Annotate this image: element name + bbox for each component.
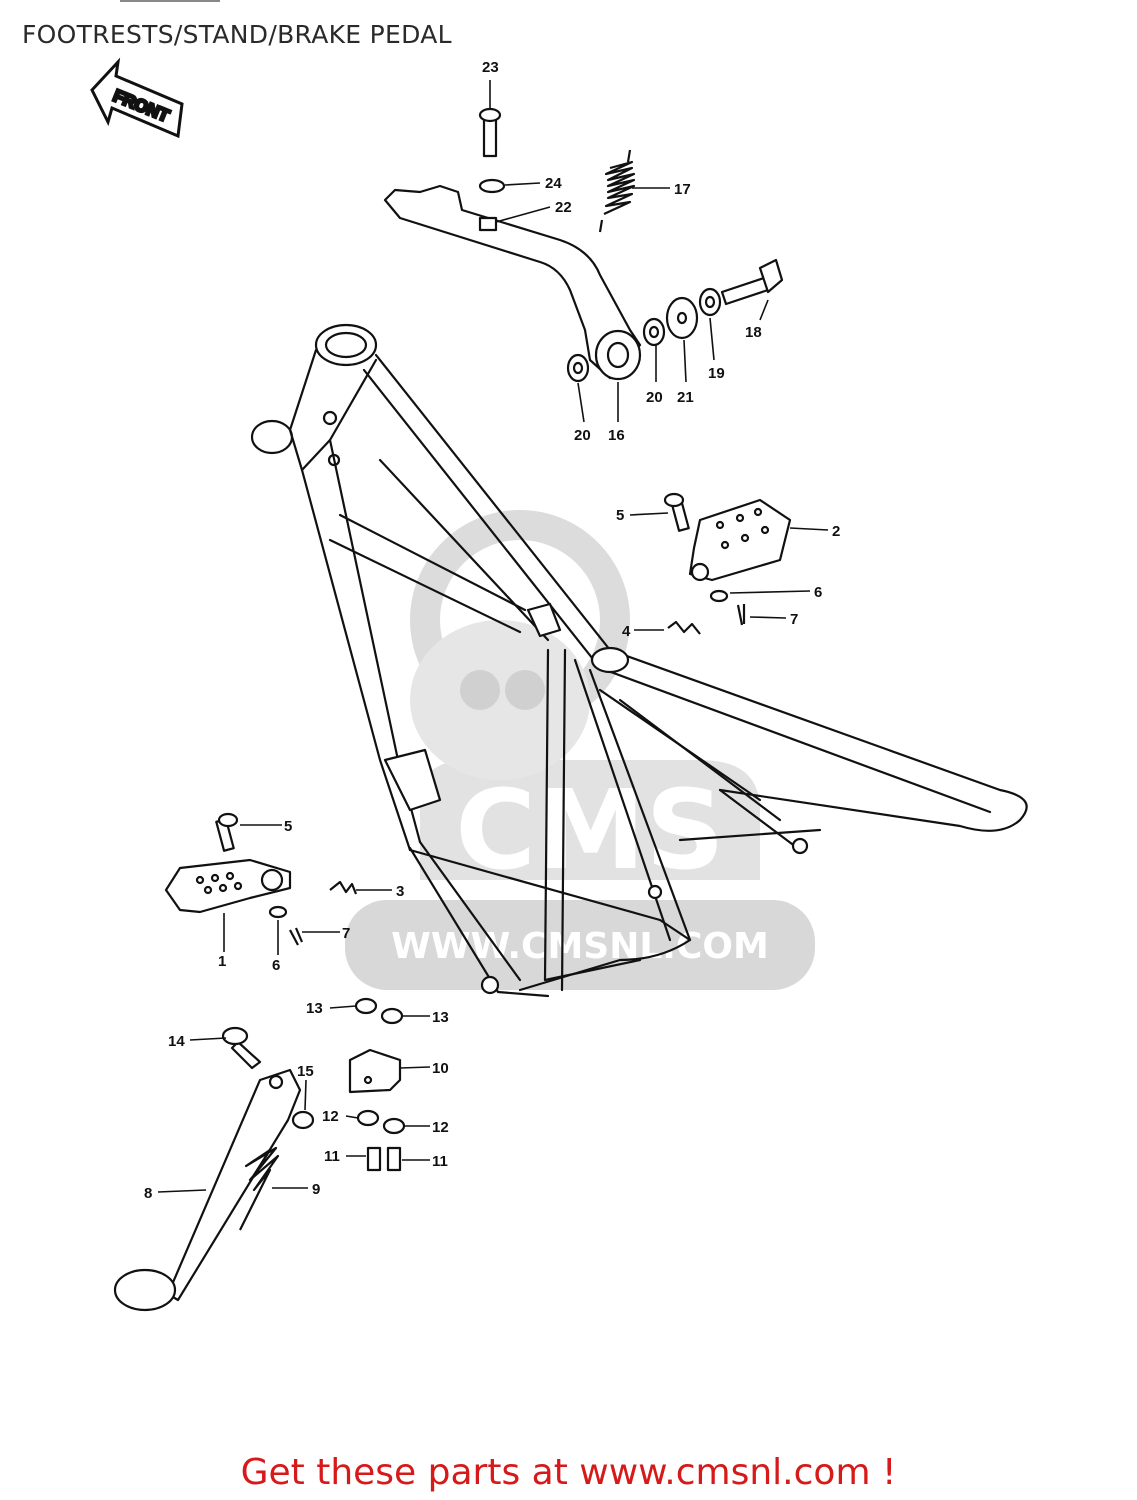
footrest-left-drawing — [164, 812, 358, 946]
callout-13-left: 13 — [306, 1000, 323, 1017]
callout-16: 16 — [608, 427, 625, 444]
footrest-right-drawing — [663, 492, 792, 635]
callout-1: 1 — [218, 953, 226, 970]
page-title: FOOTRESTS/STAND/BRAKE PEDAL — [22, 20, 452, 49]
frame-drawing — [250, 323, 1028, 998]
callout-6-left: 6 — [272, 957, 280, 974]
top-rule — [120, 0, 220, 2]
callout-12-left: 12 — [322, 1108, 339, 1125]
watermark-logo-text: CMS — [455, 766, 724, 894]
callout-11-left: 11 — [324, 1148, 340, 1165]
callout-15: 15 — [297, 1063, 314, 1080]
callout-8: 8 — [144, 1185, 152, 1202]
callout-14: 14 — [168, 1033, 185, 1050]
callout-12-right: 12 — [432, 1119, 449, 1136]
callout-17: 17 — [674, 181, 691, 198]
watermark-site-text: WWW.CMSNL.COM — [391, 926, 769, 967]
callout-23: 23 — [482, 59, 499, 76]
callout-22: 22 — [555, 199, 572, 216]
leader-lines — [157, 80, 829, 1193]
callout-20-lower: 20 — [574, 427, 591, 444]
callout-13-right: 13 — [432, 1009, 449, 1026]
callout-5-left: 5 — [284, 818, 292, 835]
callout-9: 9 — [312, 1181, 320, 1198]
side-stand-drawing — [113, 997, 406, 1312]
callout-10: 10 — [432, 1060, 449, 1077]
callout-18: 18 — [745, 324, 762, 341]
callout-labels: 23 24 22 17 18 19 21 20 20 16 5 2 6 7 4 … — [144, 59, 840, 1202]
callout-7-right: 7 — [790, 611, 798, 628]
callout-7-left: 7 — [342, 925, 350, 942]
callout-24: 24 — [545, 175, 562, 192]
callout-4: 4 — [622, 623, 631, 640]
callout-11-right: 11 — [432, 1153, 448, 1170]
callout-3: 3 — [396, 883, 404, 900]
callout-6-right: 6 — [814, 584, 822, 601]
callout-19: 19 — [708, 365, 725, 382]
front-arrow-icon: FRONT — [90, 57, 184, 139]
watermark: WWW.CMSNL.COM CMS — [345, 510, 815, 990]
callout-20-upper: 20 — [646, 389, 663, 406]
callout-2: 2 — [832, 523, 840, 540]
brake-pedal-drawing — [383, 107, 784, 383]
footer-link[interactable]: Get these parts at www.cmsnl.com ! — [240, 1452, 897, 1493]
callout-21: 21 — [677, 389, 694, 406]
callout-5-right: 5 — [616, 507, 624, 524]
